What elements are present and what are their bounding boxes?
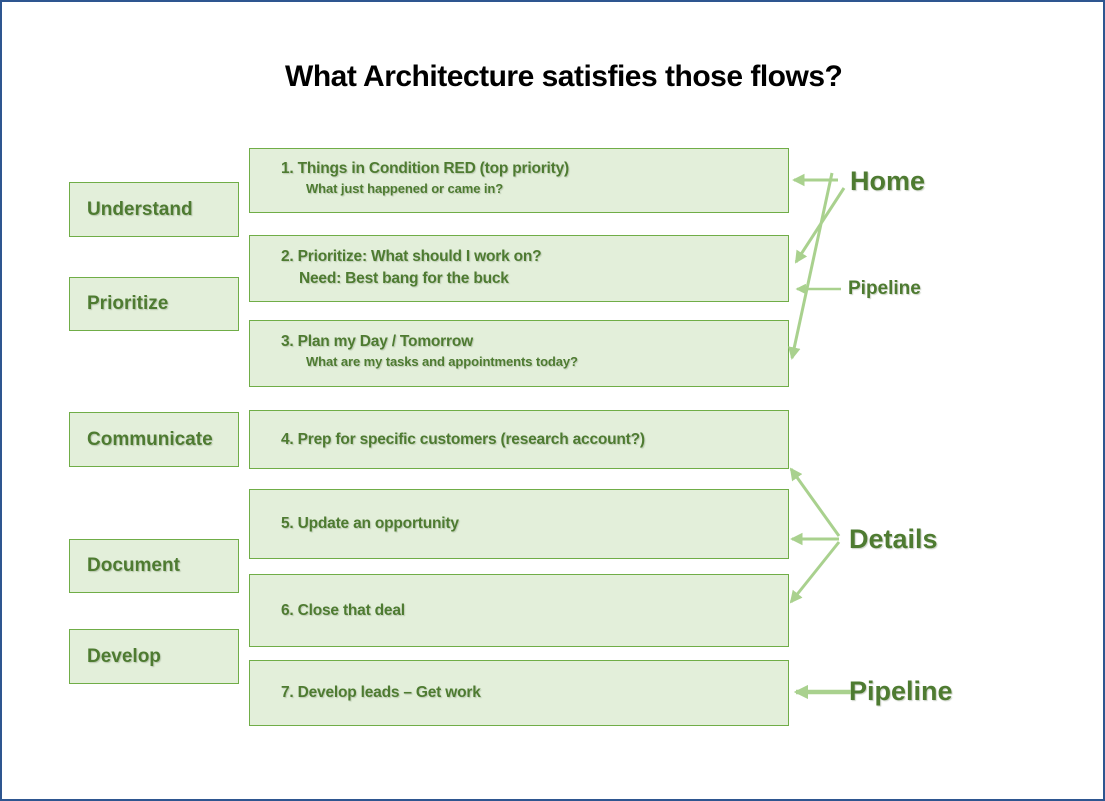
flow-box-line1: 6. Close that deal: [281, 601, 405, 619]
activity-label: Prioritize: [87, 293, 169, 314]
flow-box-3: 3. Plan my Day / Tomorrow What are my ta…: [249, 320, 789, 387]
flow-box-7: 7. Develop leads – Get work: [249, 660, 789, 726]
activity-label: Document: [87, 555, 180, 576]
flow-box-line2: Need: Best bang for the buck: [299, 270, 509, 287]
flow-box-5: 5. Update an opportunity: [249, 489, 789, 559]
annotation-pipeline-bottom: Pipeline: [849, 676, 953, 706]
activity-label: Understand: [87, 198, 193, 220]
annotation-pipeline-top: Pipeline: [848, 278, 921, 299]
arrow-details-to-box4: [789, 467, 841, 537]
flow-box-line1: 5. Update an opportunity: [281, 515, 459, 532]
flow-box-line1: 3. Plan my Day / Tomorrow: [281, 333, 473, 350]
activity-label: Communicate: [87, 428, 213, 450]
flow-box-line1: 2. Prioritize: What should I work on?: [281, 248, 542, 265]
activity-label: Develop: [87, 645, 161, 667]
activity-box-develop: Develop: [69, 629, 239, 684]
annotation-home: Home: [850, 166, 926, 196]
flow-box-line1: 1. Things in Condition RED (top priority…: [281, 160, 569, 177]
flow-box-line1: 4. Prep for specific customers (research…: [281, 430, 645, 448]
flow-box-line2: What are my tasks and appointments today…: [306, 354, 578, 369]
flow-box-4: 4. Prep for specific customers (research…: [249, 410, 789, 469]
arrow-home-to-box2: [794, 187, 846, 264]
flow-box-2: 2. Prioritize: What should I work on? Ne…: [249, 235, 789, 302]
slide-title: What Architecture satisfies those flows?: [285, 60, 843, 93]
flow-box-6: 6. Close that deal: [249, 574, 789, 647]
arrow-home-to-box3: [788, 172, 834, 360]
activity-box-document: Document: [69, 539, 239, 593]
annotation-details: Details: [849, 524, 938, 554]
arrow-details-to-box6: [789, 541, 841, 604]
activity-box-understand: Understand: [69, 182, 239, 237]
flow-box-line1: 7. Develop leads – Get work: [281, 684, 481, 701]
activity-box-communicate: Communicate: [69, 412, 239, 467]
activity-box-prioritize: Prioritize: [69, 277, 239, 331]
flow-box-line2: What just happened or came in?: [306, 181, 504, 196]
flow-box-1: 1. Things in Condition RED (top priority…: [249, 148, 789, 213]
